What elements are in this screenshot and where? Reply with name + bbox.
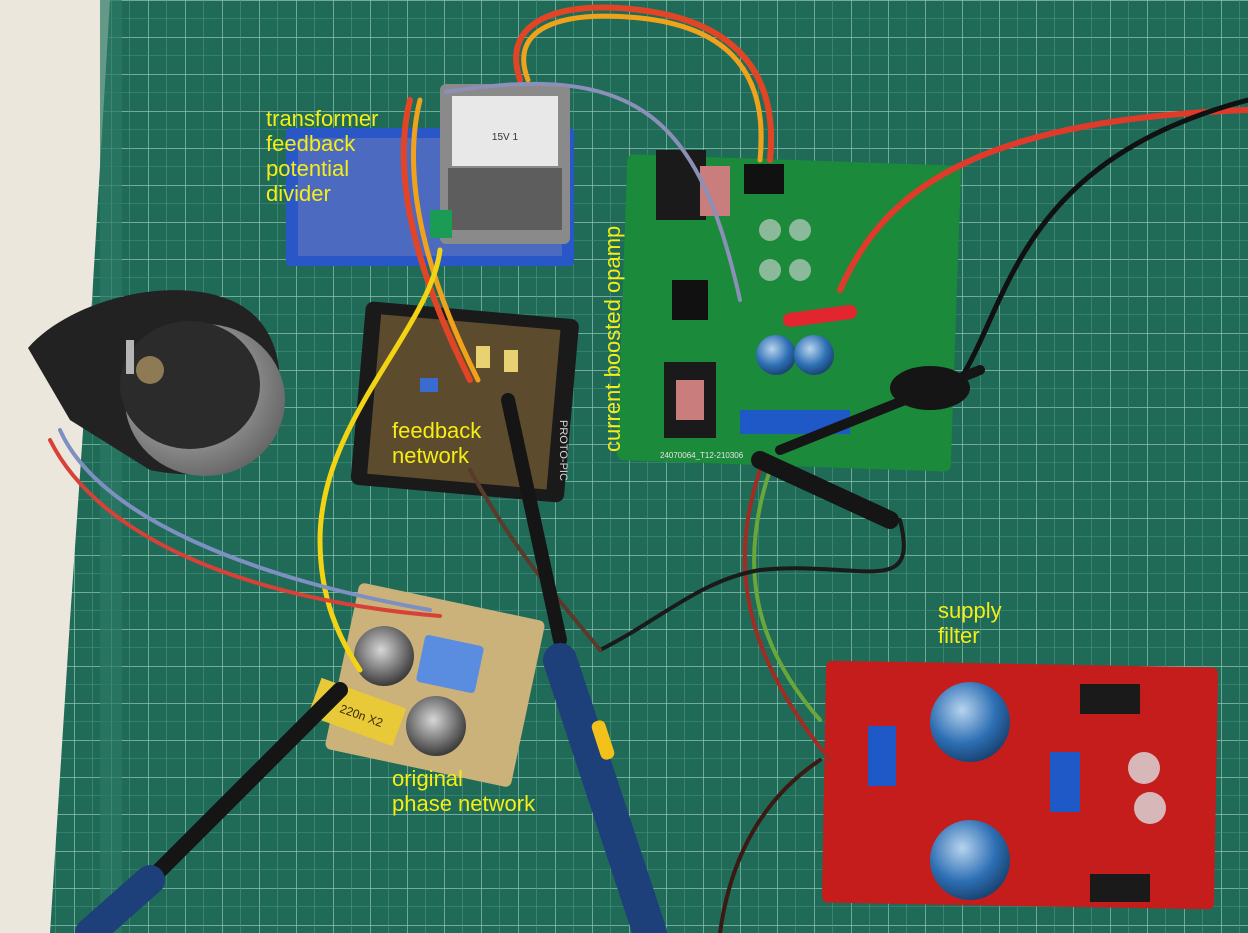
label-line: transformer bbox=[266, 106, 379, 131]
scope-probe-left bbox=[75, 682, 348, 933]
label-feedback-network: feedback network bbox=[392, 418, 481, 468]
table-edge bbox=[0, 0, 110, 933]
label-line: phase network bbox=[392, 791, 536, 816]
label-line: network bbox=[392, 443, 470, 468]
scope-probe-center bbox=[501, 393, 667, 933]
mat-ruler bbox=[100, 0, 122, 933]
protoboard-text: PROTO-PIC bbox=[557, 420, 569, 481]
label-transformer-feedback: transformer feedback potential divider bbox=[266, 106, 378, 206]
label-line: supply bbox=[938, 598, 1002, 623]
feedback-board: PROTO-PIC bbox=[350, 301, 579, 503]
label-line: feedback bbox=[266, 131, 356, 156]
label-current-boosted-opamp: current boosted opamp bbox=[600, 225, 625, 452]
potentiometer-top bbox=[354, 626, 414, 686]
potentiometer-bottom bbox=[406, 696, 466, 756]
label-line: feedback bbox=[392, 418, 482, 443]
transformer-board: 15V 1 bbox=[286, 84, 574, 266]
label-line: filter bbox=[938, 623, 980, 648]
wires bbox=[48, 4, 1248, 933]
ground-clip-probe bbox=[751, 305, 985, 529]
label-supply-filter: supply filter bbox=[938, 598, 1002, 648]
transformer-text: 15V 1 bbox=[492, 132, 519, 143]
stepper-motor bbox=[28, 290, 285, 476]
label-line: original bbox=[392, 766, 463, 791]
opamp-pcb-text: 24070064_T12-210306 bbox=[660, 451, 744, 460]
label-line: divider bbox=[266, 181, 331, 206]
label-original-phase-network: original phase network bbox=[392, 766, 535, 816]
label-line: potential bbox=[266, 156, 350, 181]
phase-network-board: 220n X2 bbox=[307, 583, 545, 787]
supply-filter-pcb bbox=[822, 660, 1218, 910]
